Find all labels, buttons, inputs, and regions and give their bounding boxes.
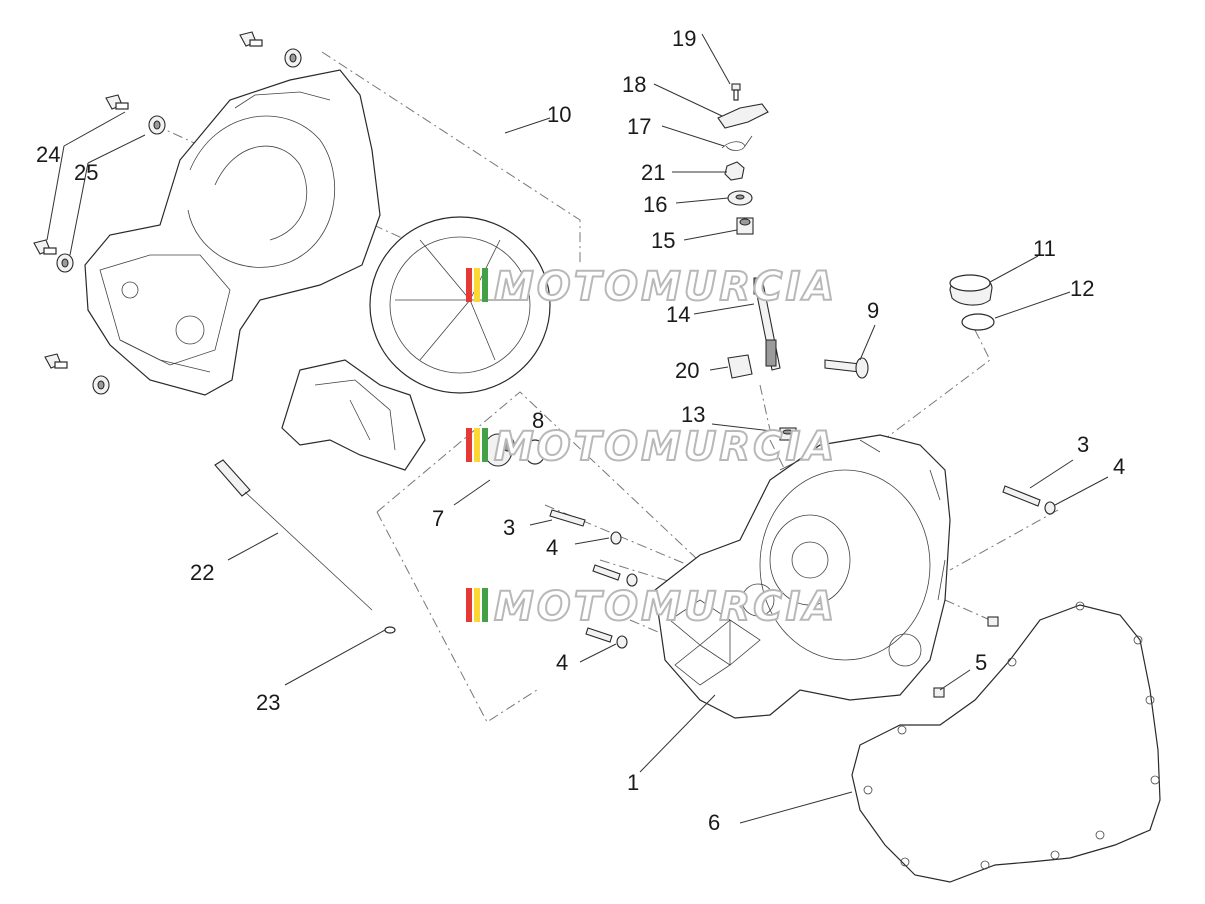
washer-part-16 [727,190,753,206]
bolt-part-24 [33,31,263,369]
inner-cover-impeller [281,216,551,471]
callout-22: 22 [190,560,214,585]
watermark-2: MOTOMURCIA [466,423,837,471]
callout-3: 3 [503,515,515,540]
o-ring-part-12 [961,313,995,331]
gasket-part-6 [851,601,1161,883]
sight-glass-part-7 [483,433,515,467]
watermark-stripe-red [466,268,472,302]
callout-13: 13 [681,402,705,427]
clutch-cover-part-1 [654,434,951,719]
watermark-1: MOTOMURCIA [466,263,837,311]
callout-24: 24 [36,142,60,167]
callout-labels: 19 18 17 21 16 15 14 20 13 9 11 12 10 24… [36,26,1125,835]
callout-16: 16 [643,192,667,217]
callout-9: 9 [867,298,879,323]
callout-1: 1 [627,770,639,795]
callout-25: 25 [74,160,98,185]
dowel-part-5 [933,616,999,698]
callout-23: 23 [256,690,280,715]
callout-7: 7 [432,506,444,531]
callout-4: 4 [546,535,558,560]
watermark-text: MOTOMURCIA [494,584,837,630]
bearing-part-13 [779,427,797,441]
shaft-part-14 [753,277,781,371]
o-ring-part-8 [524,439,546,465]
dipstick-part-22 [214,459,373,611]
watermark-3: MOTOMURCIA [466,583,837,631]
watermark-stripe-yellow [474,268,480,302]
callout-5: 5 [975,650,987,675]
washer-part-4 [610,501,1056,649]
callout-10: 10 [547,102,571,127]
screw-part-19 [731,83,741,101]
bushing-part-20 [727,354,753,379]
callout-3: 3 [1077,432,1089,457]
bolt-part-9 [824,357,869,379]
callout-14: 14 [666,302,690,327]
callout-12: 12 [1070,276,1094,301]
grommet-part-25 [56,48,302,395]
callout-21: 21 [641,160,665,185]
spring-part-17 [721,135,753,151]
callout-20: 20 [675,358,699,383]
o-ring-part-23 [384,626,396,634]
callout-17: 17 [627,114,651,139]
bolt-part-3 [549,485,1041,643]
watermark-text: MOTOMURCIA [494,424,837,470]
filler-cap-part-11 [949,274,993,306]
callout-19: 19 [672,26,696,51]
nut-part-21 [724,161,745,181]
callout-11: 11 [1033,236,1056,261]
flywheel-cover-part-10 [84,69,381,396]
callout-6: 6 [708,810,720,835]
leader-lines [46,33,1109,824]
watermark-text: MOTOMURCIA [494,264,837,310]
callout-18: 18 [622,72,646,97]
bearing-part-15 [736,217,754,235]
callout-15: 15 [651,228,675,253]
lever-part-18 [717,103,769,129]
callout-4: 4 [1113,454,1125,479]
callout-4: 4 [556,650,568,675]
callout-8: 8 [532,408,544,433]
watermark-stripe-green [482,268,488,302]
